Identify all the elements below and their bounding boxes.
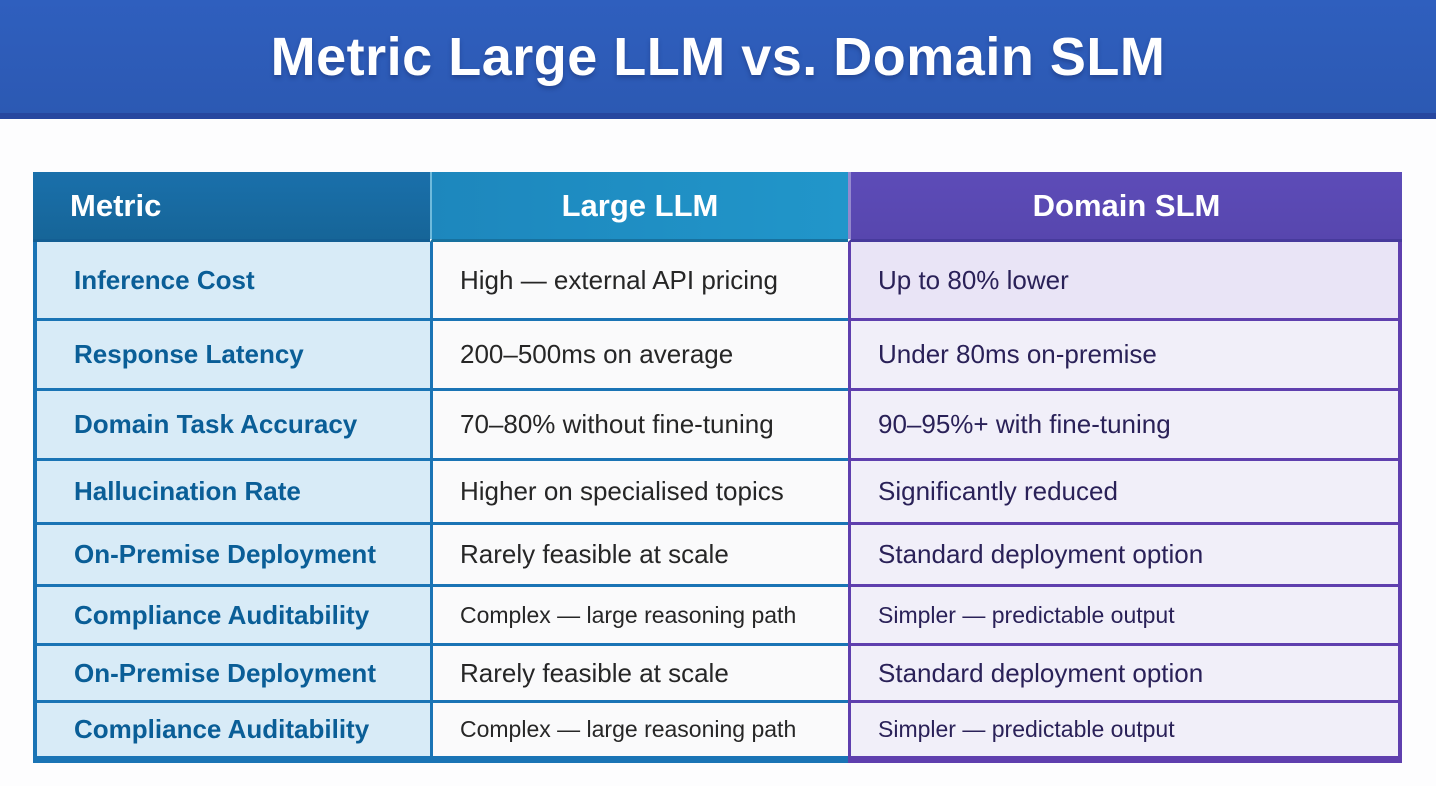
column-header-metric: Metric [33, 172, 430, 242]
cell-slm: 90–95%+ with fine-tuning [848, 388, 1402, 458]
cell-metric: On-Premise Deployment [33, 643, 430, 700]
title-banner: Metric Large LLM vs. Domain SLM [0, 0, 1436, 119]
cell-slm: Significantly reduced [848, 458, 1402, 522]
cell-metric: Response Latency [33, 318, 430, 388]
cell-metric: On-Premise Deployment [33, 522, 430, 584]
cell-slm: Standard deployment option [848, 643, 1402, 700]
cell-slm: Under 80ms on-premise [848, 318, 1402, 388]
cell-llm: Complex — large reasoning path [430, 700, 848, 763]
cell-metric: Compliance Auditability [33, 584, 430, 643]
cell-llm: 200–500ms on average [430, 318, 848, 388]
cell-llm: Rarely feasible at scale [430, 643, 848, 700]
column-header-domain-slm: Domain SLM [848, 172, 1402, 242]
cell-metric: Compliance Auditability [33, 700, 430, 763]
cell-metric: Inference Cost [33, 242, 430, 318]
cell-llm: High — external API pricing [430, 242, 848, 318]
cell-metric: Domain Task Accuracy [33, 388, 430, 458]
column-header-large-llm: Large LLM [430, 172, 848, 242]
cell-slm: Standard deployment option [848, 522, 1402, 584]
cell-llm: Higher on specialised topics [430, 458, 848, 522]
cell-slm: Simpler — predictable output [848, 584, 1402, 643]
cell-slm: Up to 80% lower [848, 242, 1402, 318]
comparison-table: Metric Large LLM Domain SLM Inference Co… [33, 172, 1402, 763]
cell-llm: 70–80% without fine-tuning [430, 388, 848, 458]
cell-slm: Simpler — predictable output [848, 700, 1402, 763]
cell-llm: Complex — large reasoning path [430, 584, 848, 643]
page-title: Metric Large LLM vs. Domain SLM [270, 26, 1166, 87]
cell-metric: Hallucination Rate [33, 458, 430, 522]
cell-llm: Rarely feasible at scale [430, 522, 848, 584]
